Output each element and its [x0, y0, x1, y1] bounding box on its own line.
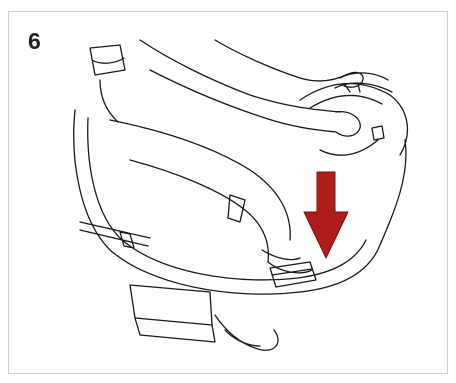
foot-pedal	[270, 262, 316, 287]
machine-body	[74, 45, 408, 294]
machine-base	[130, 285, 278, 350]
press-down-arrow	[304, 172, 348, 258]
side-hose	[80, 222, 150, 248]
